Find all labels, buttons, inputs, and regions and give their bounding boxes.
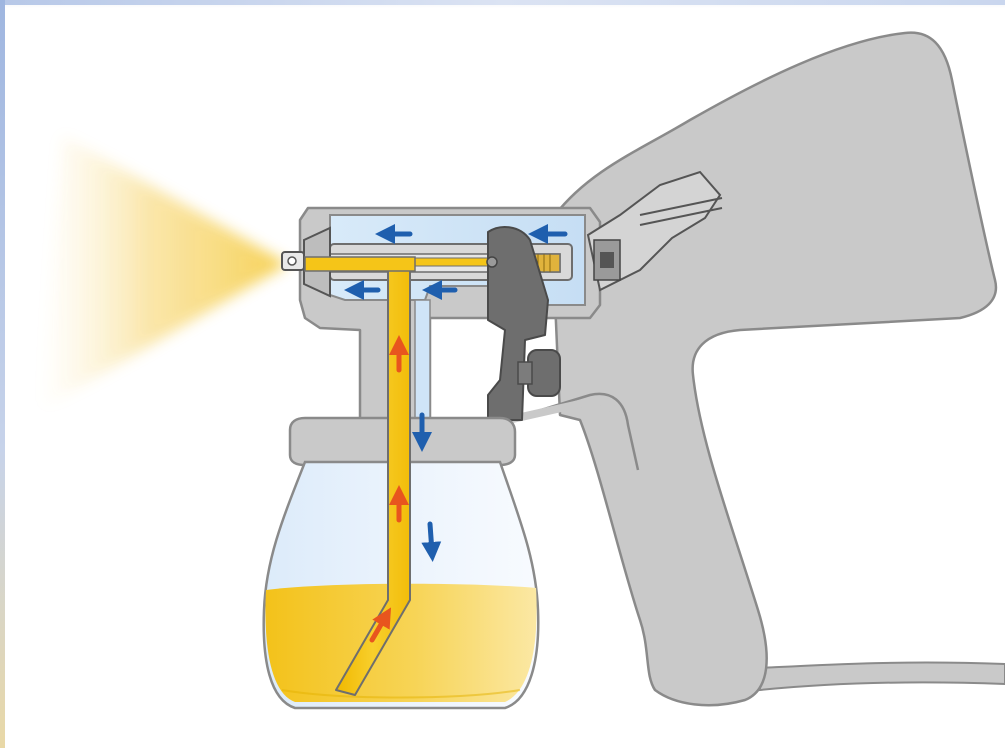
air-flow-arrow (430, 524, 432, 552)
motor-handle-body (508, 33, 996, 706)
spray-cone (40, 135, 285, 410)
power-cord (760, 663, 1005, 690)
